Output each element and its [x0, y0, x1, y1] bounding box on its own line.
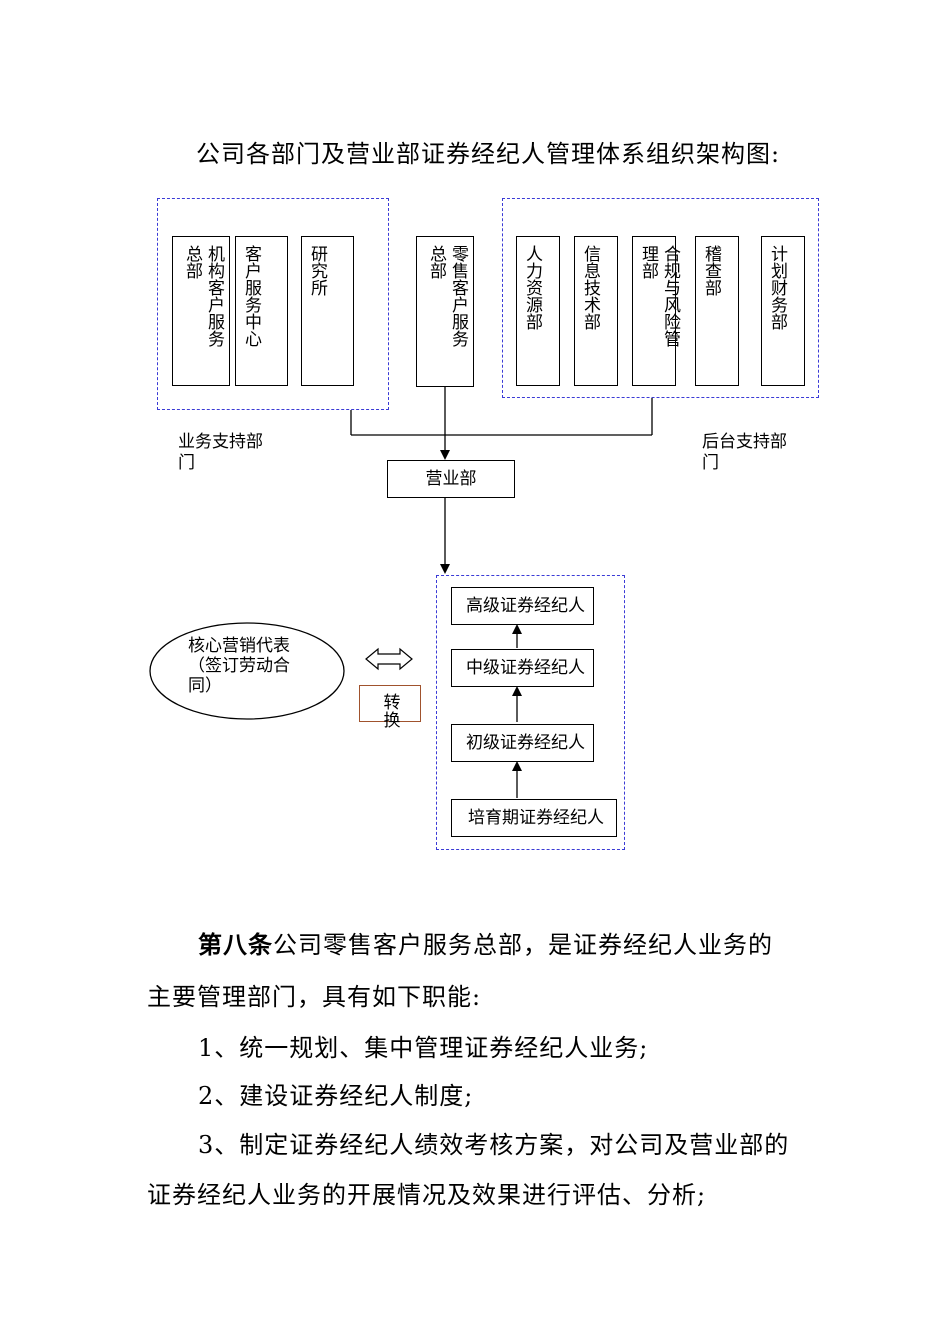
business-support-group: [157, 198, 389, 410]
article-heading: 第八条: [198, 930, 273, 959]
dept-label: 机构客户服务: [204, 245, 224, 347]
dept-label: 总部: [182, 245, 202, 279]
level-label: 中级证券经纪人: [466, 658, 585, 678]
article-item-2: 2、建设证券经纪人制度;: [198, 1082, 474, 1110]
level-intermediate-broker: 中级证券经纪人: [451, 649, 594, 687]
dept-research-institute: 研究所: [301, 236, 354, 386]
org-chart-connectors: [149, 387, 653, 798]
level-senior-broker: 高级证券经纪人: [451, 587, 594, 625]
article-line-2: 主要管理部门，具有如下职能:: [147, 983, 482, 1011]
back-office-group: [502, 198, 819, 398]
level-label: 初级证券经纪人: [466, 733, 585, 753]
dept-label: 总部: [426, 245, 446, 279]
level-trainee-broker: 培育期证券经纪人: [451, 799, 617, 837]
dept-label: 零售客户服务: [448, 245, 468, 347]
dept-label: 研究所: [307, 245, 327, 296]
article-item-1: 1、统一规划、集中管理证券经纪人业务;: [198, 1034, 649, 1062]
article-item-3-line-1: 3、制定证券经纪人绩效考核方案，对公司及营业部的: [198, 1131, 790, 1159]
core-rep-label: 核心营销代表（签订劳动合同）: [188, 636, 290, 696]
branch-label: 营业部: [425, 469, 477, 489]
dept-institutional-client: 机构客户服务 总部: [172, 236, 230, 386]
convert-label: 转换: [383, 693, 401, 731]
dept-label: 稽查部: [701, 245, 721, 296]
dept-label: 计划财务部: [767, 245, 787, 330]
dept-label: 信息技术部: [580, 245, 600, 330]
level-label: 培育期证券经纪人: [468, 808, 604, 828]
dept-retail-client-service: 零售客户服务 总部: [416, 236, 474, 387]
dept-label: 理部: [638, 245, 658, 279]
dept-label: 人力资源部: [522, 245, 542, 330]
dept-information-technology: 信息技术部: [574, 236, 618, 386]
dept-customer-service-center: 客户服务中心: [235, 236, 288, 386]
branch-office: 营业部: [387, 460, 515, 498]
page-title: 公司各部门及营业部证券经纪人管理体系组织架构图:: [196, 140, 781, 168]
dept-planning-finance: 计划财务部: [761, 236, 805, 386]
article-text: 公司零售客户服务总部，是证券经纪人业务的: [273, 931, 773, 959]
back-office-label: 后台支持部门: [702, 432, 787, 473]
business-support-label: 业务支持部门: [178, 432, 263, 473]
double-arrow-icon: [365, 647, 413, 671]
dept-label: 合规与风险管: [660, 245, 680, 347]
broker-levels-group: [436, 575, 625, 850]
dept-compliance-risk: 合规与风险管 理部: [632, 236, 680, 386]
level-label: 高级证券经纪人: [466, 596, 585, 616]
dept-human-resources: 人力资源部: [516, 236, 560, 386]
convert-box: 转换: [359, 685, 421, 730]
core-rep-ellipse: [149, 622, 345, 720]
article-item-3-line-2: 证券经纪人业务的开展情况及效果进行评估、分析;: [147, 1181, 707, 1209]
level-junior-broker: 初级证券经纪人: [451, 724, 594, 762]
dept-label: 客户服务中心: [241, 245, 261, 347]
article-line-1: 第八条公司零售客户服务总部，是证券经纪人业务的: [198, 930, 773, 960]
dept-audit: 稽查部: [695, 236, 739, 386]
